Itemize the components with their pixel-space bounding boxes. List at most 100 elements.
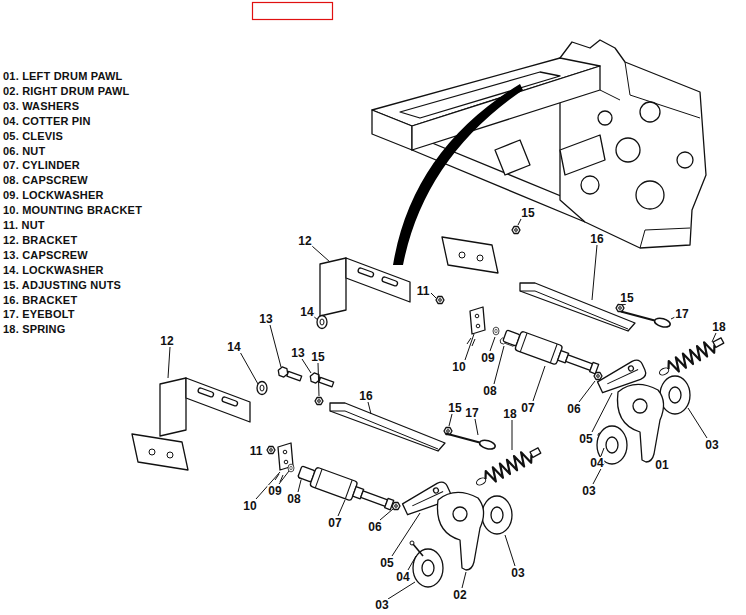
label-anchor: 02. RIGHT DRUM PAWL (3, 81, 129, 99)
callout-number: 15 (310, 351, 325, 363)
label-anchor: 08 (286, 489, 301, 507)
cylinder-part (501, 326, 600, 378)
callout-number: 04 (395, 571, 410, 583)
label-anchor: 14. LOCKWASHER (3, 260, 104, 278)
callout-number: 14 (299, 306, 314, 318)
label-anchor: 13 (290, 343, 305, 361)
label-anchor: 02 (452, 585, 467, 603)
label-anchor: 16 (589, 229, 604, 247)
mounting-bracket (275, 443, 293, 482)
label-anchor: 03 (704, 435, 719, 453)
label-anchor: 08 (482, 381, 497, 399)
label-anchor: 18 (502, 404, 517, 422)
callout-number: 12 (159, 335, 174, 347)
capscrew-part (277, 366, 303, 383)
label-anchor: 15 (310, 347, 325, 365)
callout-number: 15 (447, 402, 462, 414)
label-anchor: 06. NUT (3, 141, 45, 159)
callout-number: 04 (589, 457, 604, 469)
label-anchor: 09. LOCKWASHER (3, 185, 104, 203)
parts-list-entry: 01. LEFT DRUM PAWL (3, 70, 123, 82)
label-anchor: 03 (374, 595, 389, 613)
parts-list-entry: 03. WASHERS (3, 100, 79, 112)
lockwasher-part (493, 327, 499, 335)
parts-list-entry: 06. NUT (3, 145, 45, 157)
parts-list-entry: 14. LOCKWASHER (3, 264, 104, 276)
callout-number: 13 (258, 313, 273, 325)
washer-part (413, 549, 443, 587)
label-anchor: 07 (520, 398, 535, 416)
label-anchor: 11. NUT (3, 215, 45, 233)
capscrew-part (309, 372, 335, 389)
parts-list-entry: 09. LOCKWASHER (3, 189, 104, 201)
callout-number: 03 (704, 439, 719, 451)
label-anchor: 05 (379, 553, 394, 571)
lockwasher-part (317, 316, 327, 329)
bracket-part (320, 258, 410, 316)
callout-number: 09 (480, 352, 495, 364)
callout-number: 14 (226, 341, 241, 353)
callout-number: 08 (482, 385, 497, 397)
callout-number: 15 (619, 292, 634, 304)
eyebolt-part (445, 430, 496, 451)
label-anchor: 05. CLEVIS (3, 126, 63, 144)
cotter-pin (410, 541, 423, 556)
callout-number: 09 (267, 485, 282, 497)
crane-frame (372, 40, 706, 248)
label-anchor: 14 (299, 302, 314, 320)
callout-number: 10 (242, 500, 257, 512)
bracket-bar (520, 283, 635, 331)
label-anchor: 07 (327, 513, 342, 531)
parts-list-entry: 05. CLEVIS (3, 130, 63, 142)
label-anchor: 09 (480, 348, 495, 366)
pad-part (132, 434, 188, 470)
parts-list-entry: 17. EYEBOLT (3, 308, 75, 320)
parts-list-entry: 16. BRACKET (3, 294, 77, 306)
mounting-bracket (467, 307, 485, 346)
washer-part (660, 376, 690, 414)
label-anchor: 13 (258, 309, 273, 327)
parts-list-entry: 12. BRACKET (3, 234, 77, 246)
parts-list-entry: 04. COTTER PIN (3, 115, 91, 127)
callout-number: 06 (367, 521, 382, 533)
label-anchor: 15 (447, 398, 462, 416)
nut-part (436, 297, 444, 304)
label-anchor: 17. EYEBOLT (3, 304, 75, 322)
nut-part (315, 398, 323, 405)
callout-number: 03 (581, 485, 596, 497)
washer-part (482, 496, 512, 534)
label-anchor: 10 (451, 357, 466, 375)
callout-number: 05 (578, 433, 593, 445)
callout-number: 02 (452, 589, 467, 601)
callout-number: 11 (416, 285, 431, 297)
label-anchor: 11 (249, 441, 264, 459)
callout-number: 06 (566, 403, 581, 415)
label-anchor: 07. CYLINDER (3, 155, 80, 173)
leader-lines (168, 217, 716, 599)
pad-part (442, 237, 498, 273)
label-anchor: 11 (416, 281, 431, 299)
upper-assembly (309, 227, 726, 465)
parts-list-entry: 02. RIGHT DRUM PAWL (3, 85, 129, 97)
callout-number: 13 (290, 347, 305, 359)
nut-part (616, 305, 624, 312)
callout-number: 11 (249, 445, 264, 457)
red-frame-box (253, 3, 333, 20)
lower-assembly (132, 366, 543, 587)
cylinder-part (296, 462, 395, 514)
label-anchor: 14 (226, 337, 241, 355)
callout-number: 16 (358, 390, 373, 402)
label-anchor: 12 (159, 331, 174, 349)
callout-number: 15 (520, 207, 535, 219)
lockwasher-part (288, 464, 294, 472)
label-anchor: 06 (367, 517, 382, 535)
label-anchor: 17 (464, 403, 479, 421)
parts-list-entry: 18. SPRING (3, 323, 66, 335)
label-anchor: 09 (267, 481, 282, 499)
callout-number: 03 (374, 599, 389, 611)
label-anchor: 10. MOUNTING BRACKET (3, 200, 142, 218)
nut-part (512, 227, 520, 234)
label-anchor: 03 (510, 563, 525, 581)
parts-list-entry: 13. CAPSCREW (3, 249, 88, 261)
label-anchor: 01. LEFT DRUM PAWL (3, 66, 123, 84)
